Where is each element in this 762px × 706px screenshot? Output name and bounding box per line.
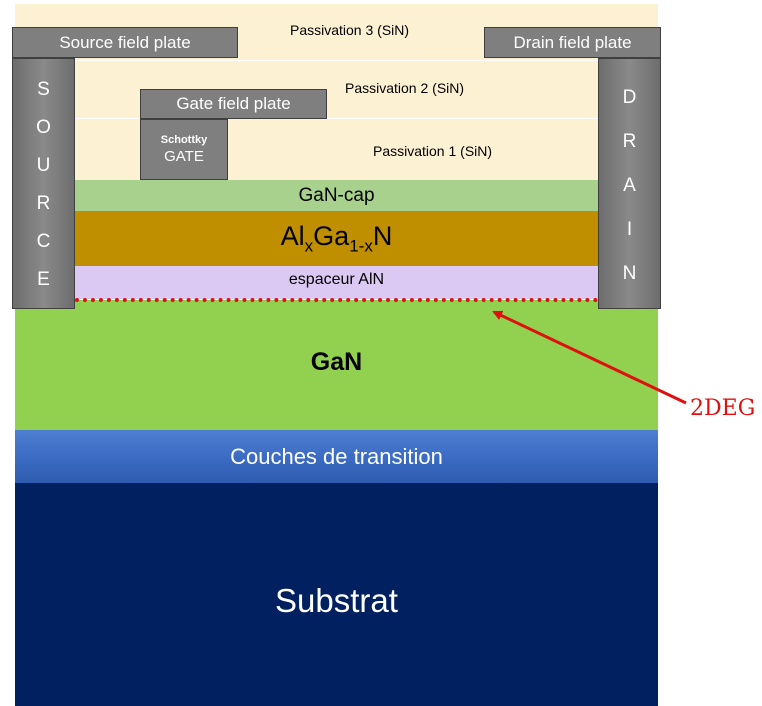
source-letter: S [37, 79, 50, 100]
aln-spacer-layer: espaceur AlN [15, 266, 658, 299]
drain-contact: D R A I N [598, 58, 661, 309]
source-letter: R [36, 193, 51, 214]
passivation-2-layer [15, 60, 658, 118]
source-field-plate-label: Source field plate [59, 32, 191, 52]
gan-cap-layer: GaN-cap [15, 180, 658, 211]
drain-letter: D [622, 87, 637, 108]
drain-field-plate: Drain field plate [484, 27, 661, 58]
source-letter: E [37, 269, 50, 290]
source-field-plate: Source field plate [12, 27, 238, 58]
algan-label: AlxGa1-xN [280, 220, 393, 256]
gate-line1: Schottky [160, 134, 208, 146]
source-letter: C [36, 231, 51, 252]
algan-layer: AlxGa1-xN [15, 211, 658, 266]
substrate-label: Substrat [275, 581, 398, 619]
passivation-3-label: Passivation 3 (SiN) [290, 22, 410, 38]
drain-field-plate-label: Drain field plate [513, 32, 632, 52]
2deg-label: 2DEG [690, 396, 756, 421]
substrate-layer: Substrat [15, 483, 658, 706]
gan-label: GaN [310, 347, 363, 376]
2deg-line [75, 298, 598, 302]
gate-line2: GATE [164, 148, 204, 165]
drain-letter: N [622, 263, 637, 284]
schottky-gate: Schottky GATE [140, 119, 228, 180]
spacer-label: espaceur AlN [288, 270, 385, 288]
source-letter: O [36, 117, 51, 138]
drain-letter: A [623, 175, 636, 196]
gan-layer: GaN [15, 300, 658, 430]
gan-cap-label: GaN-cap [298, 184, 375, 206]
transition-layer: Couches de transition [15, 430, 658, 483]
passivation-1-layer [15, 118, 658, 180]
passivation-2-label: Passivation 2 (SiN) [345, 80, 465, 96]
gate-field-plate: Gate field plate [140, 89, 327, 119]
passivation-1-label: Passivation 1 (SiN) [373, 143, 493, 159]
source-letter: U [36, 155, 51, 176]
gate-field-plate-label: Gate field plate [176, 94, 291, 113]
drain-letter: R [622, 131, 637, 152]
transition-label: Couches de transition [230, 443, 443, 469]
drain-letter: I [626, 219, 633, 240]
